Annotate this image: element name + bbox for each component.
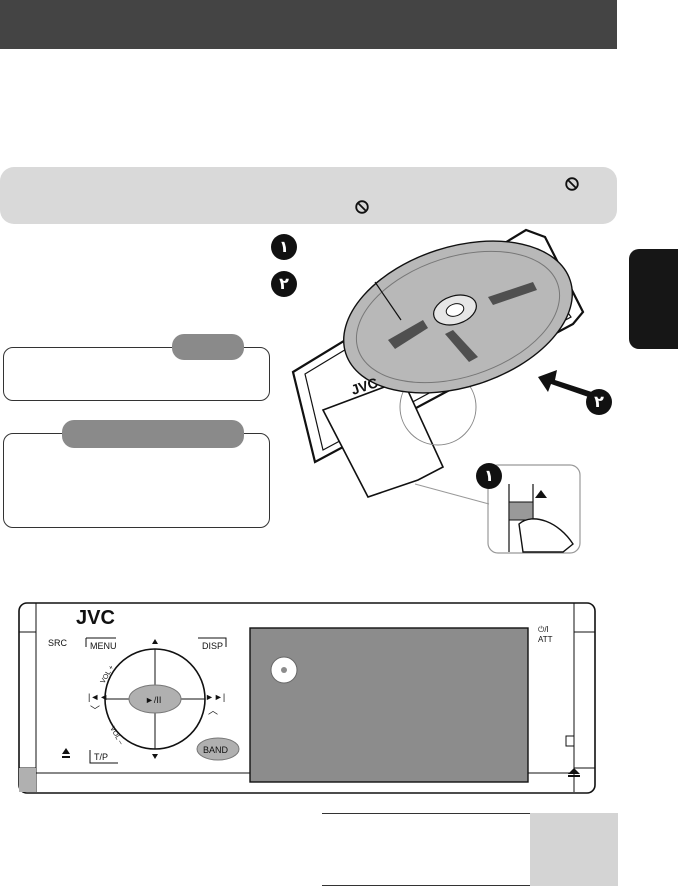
eject-icon	[62, 748, 70, 754]
grey-box	[530, 813, 618, 886]
no-entry-icon	[355, 200, 369, 214]
insert-arrow-icon	[538, 370, 601, 400]
att-label: ATT	[538, 635, 553, 644]
step-marker-2: ٢	[271, 271, 297, 297]
svg-text:︿: ︿	[208, 706, 218, 717]
bottom-rule	[322, 885, 618, 886]
no-entry-icon	[565, 177, 579, 191]
svg-text:﹀: ﹀	[90, 705, 100, 717]
header-bar	[0, 0, 617, 49]
skip-back-icon: |◄◄	[88, 692, 108, 702]
power-label: ⏻/I	[538, 625, 549, 634]
step-marker-2b: ٢	[586, 389, 612, 415]
brand-logo: JVC	[76, 607, 115, 629]
callout-heading-pill	[172, 334, 244, 360]
skip-forward-icon: ►►|	[205, 692, 225, 702]
side-tab	[629, 249, 678, 349]
disc-insertion-illustration: JVC	[291, 228, 601, 554]
band-button	[196, 737, 240, 761]
band-button-label: BAND	[203, 745, 229, 755]
play-pause-button	[128, 684, 182, 714]
head-unit-panel: JVC SRC MENU DISP T/P ⏻/I ATT ►/II |◄◄ ►…	[18, 602, 596, 794]
down-arrow-icon	[152, 754, 158, 759]
notice-panel	[0, 167, 617, 224]
step-marker-1: ١	[271, 234, 297, 260]
play-pause-label: ►/II	[145, 695, 161, 705]
tp-button-label: T/P	[94, 752, 108, 762]
display-screen	[249, 627, 529, 783]
eject-icon	[535, 490, 547, 498]
step-marker-1b: ١	[476, 463, 502, 489]
disp-button-label: DISP	[202, 641, 223, 651]
callout-heading-pill	[62, 420, 244, 448]
src-label: SRC	[48, 638, 68, 648]
slot-indicator	[565, 735, 575, 747]
up-arrow-icon	[152, 639, 158, 644]
top-rule	[322, 813, 532, 814]
finger-icon	[518, 518, 574, 553]
callout-box-2	[3, 433, 270, 528]
tilt-icon	[568, 768, 580, 774]
menu-button-label: MENU	[90, 641, 117, 651]
